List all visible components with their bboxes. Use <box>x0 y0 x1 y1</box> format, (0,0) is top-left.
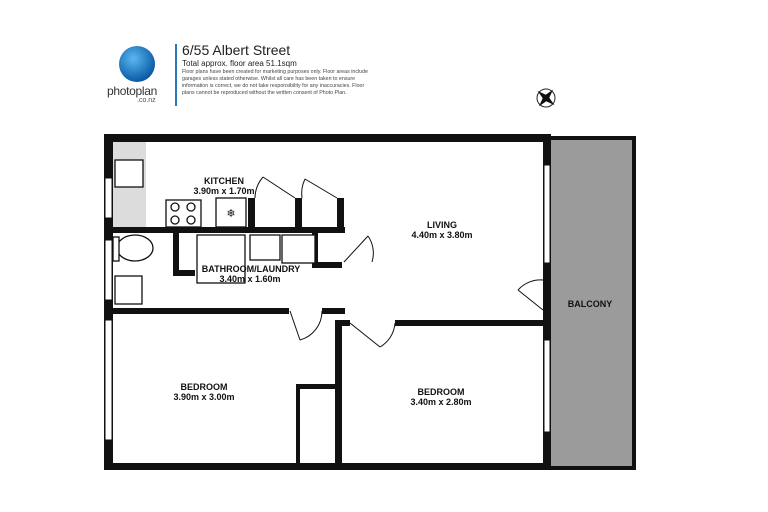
shower-icon <box>196 234 246 284</box>
living-label: LIVING <box>427 220 457 230</box>
cooktop-icon <box>165 199 202 228</box>
bathroom-size: 3.40m x 1.60m <box>219 274 280 284</box>
walls <box>104 134 551 470</box>
kitchen-size: 3.90m x 1.70m <box>193 186 254 196</box>
laundry-tub-icon <box>281 234 316 264</box>
photoplan-logo: photoplan .co.nz <box>107 44 167 104</box>
fixtures: ❄ <box>112 159 316 305</box>
property-title: 6/55 Albert Street <box>182 42 291 58</box>
balcony-label: BALCONY <box>568 299 613 309</box>
logo-suffix: .co.nz <box>137 97 156 104</box>
basin-icon <box>114 275 143 305</box>
logo-text: photoplan <box>107 84 158 98</box>
svg-text:❄: ❄ <box>226 208 235 220</box>
header: 6/55 Albert Street Total approx. floor a… <box>182 42 372 97</box>
kitchen-label: KITCHEN <box>204 176 244 186</box>
kitchen-sink-icon <box>114 159 144 188</box>
balcony-area <box>547 136 636 470</box>
windows <box>104 164 551 441</box>
bedroom2-size: 3.40m x 2.80m <box>410 397 471 407</box>
fridge-icon <box>215 197 247 228</box>
doors <box>254 176 544 348</box>
bedroom2-label: BEDROOM <box>418 387 465 397</box>
vanity-icon <box>249 234 281 261</box>
compass-icon <box>536 88 556 108</box>
bedroom1-size: 3.90m x 3.00m <box>173 392 234 402</box>
floor-area: Total approx. floor area 51.1sqm <box>182 59 297 68</box>
toilet-icon <box>116 234 154 262</box>
bedroom1-label: BEDROOM <box>181 382 228 392</box>
house-icon <box>119 46 155 82</box>
living-size: 4.40m x 3.80m <box>411 230 472 240</box>
header-divider <box>175 44 177 106</box>
bathroom-label: BATHROOM/LAUNDRY <box>202 264 301 274</box>
disclaimer: Floor plans have been created for market… <box>182 69 368 96</box>
